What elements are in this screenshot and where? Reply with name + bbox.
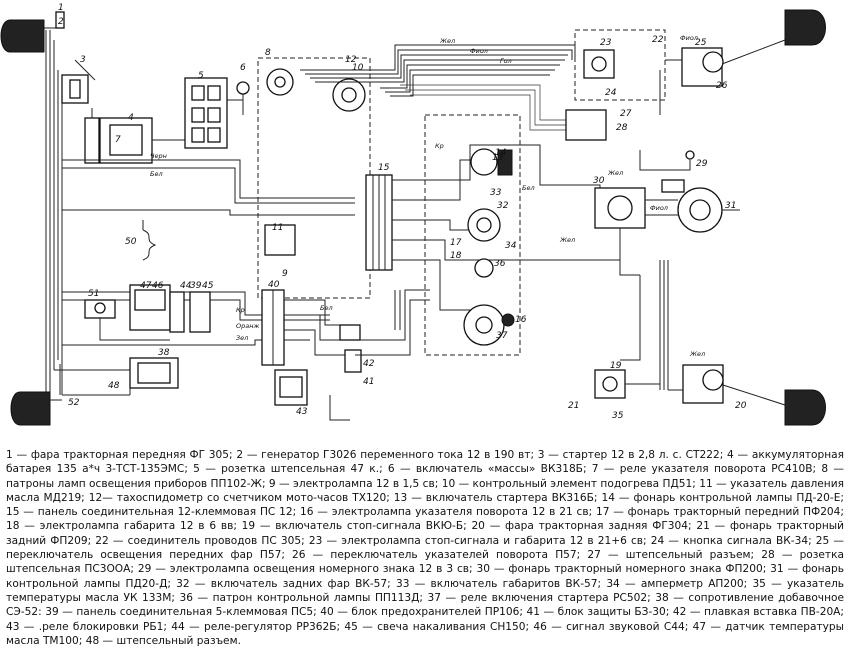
right-connector-cluster: [594, 150, 740, 276]
label-24: 24: [605, 88, 617, 98]
label-17: 17: [450, 238, 462, 248]
label-48: 48: [108, 381, 120, 391]
label-11: 11: [272, 223, 283, 233]
wire-label: Фиол: [680, 34, 698, 42]
wire-label: Фиол: [470, 47, 488, 55]
lower-center-wires: [329, 289, 430, 421]
fuse-block-40: [261, 289, 362, 406]
right-harness: [620, 260, 669, 390]
label-50: 50: [125, 237, 137, 247]
wire-label: Жел: [559, 236, 575, 244]
instrument-box: [257, 57, 371, 299]
label-23: 23: [600, 38, 612, 48]
label-38: 38: [158, 348, 170, 358]
component-numbers: 1 2 3 4 5 6 7 8 9 10 11 12 13 14 15 16 1…: [58, 3, 747, 421]
figure-caption: 1 — фара тракторная передняя ФГ 305; 2 —…: [6, 449, 844, 647]
top-right-group: [565, 9, 826, 141]
label-21: 21: [568, 401, 579, 411]
label-37: 37: [496, 331, 508, 341]
connection-panel-15: [365, 174, 393, 271]
starter-relay-37: [99, 117, 185, 164]
wire-label: Жел: [607, 169, 623, 177]
label-10: 10: [352, 63, 364, 73]
label-33: 33: [490, 188, 502, 198]
wire-label: Зел: [236, 334, 248, 342]
battery-4: [84, 108, 100, 164]
label-41: 41: [363, 377, 374, 387]
wire-label: Бел: [522, 184, 535, 192]
label-13: 13: [492, 153, 504, 163]
bottom-right-group: [594, 364, 826, 426]
label-9: 9: [282, 269, 288, 279]
label-44: 44: [180, 281, 192, 291]
label-46: 46: [152, 281, 164, 291]
label-39: 39: [190, 281, 202, 291]
label-34: 34: [505, 241, 517, 251]
label-2: 2: [58, 17, 64, 27]
label-6: 6: [240, 63, 246, 73]
label-42: 42: [363, 359, 375, 369]
label-36: 36: [494, 259, 506, 269]
label-31: 31: [725, 201, 736, 211]
wiring-diagram: 1 2 3 4 5 6 7 8 9 10 11 12 13 14 15 16 1…: [0, 3, 826, 426]
label-14: 14: [495, 148, 507, 158]
wire-label: Бел: [150, 170, 163, 178]
wire-label: Оранж: [236, 322, 259, 330]
label-26: 26: [716, 81, 728, 91]
label-5: 5: [198, 71, 204, 81]
wire-label: Кр: [435, 142, 444, 150]
wire-label: Кр: [236, 306, 245, 314]
front-headlamp-left: [0, 11, 65, 53]
right-control-box: [424, 114, 521, 356]
wire-label: Черн: [150, 152, 167, 160]
label-3: 3: [80, 55, 86, 65]
rear-lamp-left: [10, 391, 62, 426]
label-20: 20: [735, 401, 747, 411]
label-16: 16: [515, 315, 527, 325]
lower-left-group: [59, 220, 211, 395]
label-19: 19: [610, 361, 622, 371]
wire-color-labels: Черн Бел Жел Фиол Гол Кр Бел Жел Фиол Кр…: [150, 34, 705, 358]
mass-switch-6: [227, 81, 250, 115]
wire-label: Гол: [500, 57, 512, 65]
label-43: 43: [296, 407, 308, 417]
label-8: 8: [265, 48, 271, 58]
label-47: 47: [140, 281, 152, 291]
starter-3: [61, 59, 96, 104]
label-35: 35: [612, 411, 624, 421]
label-1: 1: [58, 3, 64, 13]
label-18: 18: [450, 251, 462, 261]
wire-label: Бел: [320, 304, 333, 312]
label-52: 52: [68, 398, 80, 408]
label-27: 27: [620, 109, 632, 119]
label-51: 51: [88, 289, 99, 299]
label-22: 22: [652, 35, 664, 45]
label-29: 29: [696, 159, 708, 169]
wire-label: Фиол: [650, 204, 668, 212]
label-12: 12: [345, 55, 357, 65]
label-4: 4: [128, 113, 134, 123]
label-25: 25: [695, 38, 707, 48]
label-7: 7: [115, 135, 121, 145]
label-15: 15: [378, 163, 390, 173]
label-32: 32: [497, 201, 509, 211]
wire-label: Жел: [689, 350, 705, 358]
wire-label: Жел: [439, 37, 455, 45]
left-harness: [45, 30, 145, 396]
plug-socket-5: [184, 77, 228, 149]
label-40: 40: [268, 280, 280, 290]
top-bundle: [300, 44, 600, 131]
label-45: 45: [202, 281, 214, 291]
label-28: 28: [616, 123, 628, 133]
mid-bundle: [62, 159, 355, 395]
label-30: 30: [593, 176, 605, 186]
